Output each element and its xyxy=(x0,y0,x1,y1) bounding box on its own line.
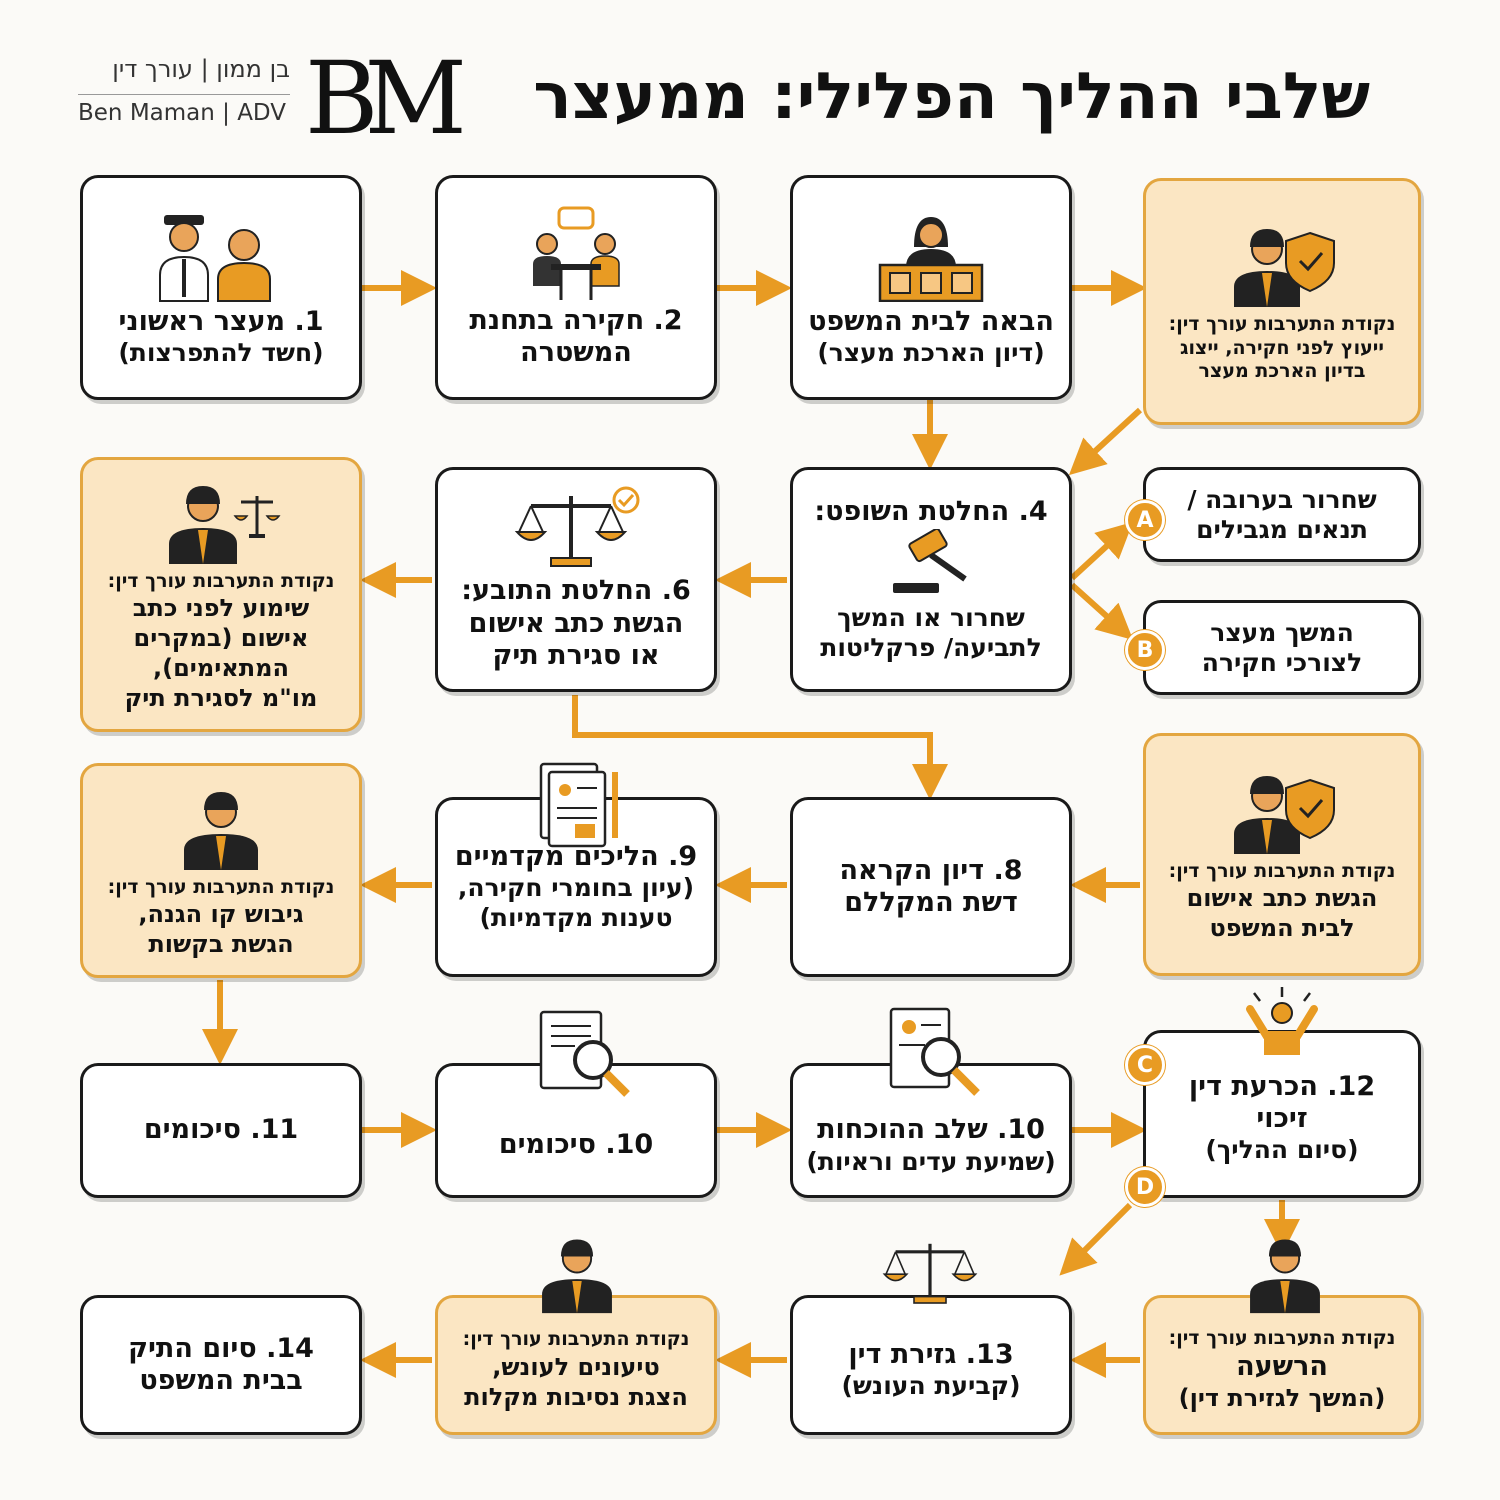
lawyer-point-5-big: הרשעה xyxy=(1236,1350,1328,1382)
step-14-box: 14. סיום התיק בבית המשפט xyxy=(80,1295,362,1435)
page-title: שלבי ההליך הפלילי: ממעצר xyxy=(533,60,1370,134)
lawyer-point-2-line-4: מו"מ לסגירת תיק xyxy=(124,684,318,713)
step-3-box: הבאה לבית המשפט (דיון הארכת מעצר) xyxy=(790,175,1072,400)
lawyer-icon xyxy=(184,791,258,870)
lawyer-point-5-label: נקודת התערבות עורך דין: xyxy=(1168,1326,1396,1349)
brand-hebrew: בן ממון | עורך דין xyxy=(112,55,290,83)
step-14-sub: בבית המשפט xyxy=(139,1365,303,1396)
lawyer-point-1-line-1: ייעוץ לפני חקירה, ייצוג xyxy=(1180,336,1384,359)
interrogation-icon xyxy=(533,206,620,300)
outcome-a-line-2: תנאים מגבילים xyxy=(1196,514,1368,544)
lawyer-icon xyxy=(1250,1239,1320,1314)
lawyer-point-1: נקודת התערבות עורך דין: ייעוץ לפני חקירה… xyxy=(1143,178,1421,425)
step-8-title: 8. דיון הקראה xyxy=(839,854,1023,886)
step-2-title: 2. חקירה בתחנת xyxy=(469,304,683,336)
outcome-b-badge: B xyxy=(1125,630,1165,670)
step-13-title: 13. גזירת דין xyxy=(848,1338,1014,1370)
step-10b-sub: (שמיעת עדים וראיות) xyxy=(806,1146,1056,1176)
step-8-sub: דשת המקללם xyxy=(844,887,1018,918)
step-6-sub-1: הגשת כתב אישום xyxy=(468,607,684,639)
lawyer-point-2-line-1: שימוע לפני כתב xyxy=(132,594,310,623)
step-9-sub-2: טענות מקדמיות) xyxy=(479,903,673,933)
police-suspect-icon xyxy=(159,214,271,302)
scales-icon xyxy=(882,1243,978,1304)
outcome-b-line-1: המשך מעצר xyxy=(1210,617,1354,647)
lawyer-point-2: נקודת התערבות עורך דין: שימוע לפני כתב א… xyxy=(80,457,362,732)
step-6-title: 6. החלטת התובע: xyxy=(461,575,691,607)
step-4-box: 4. החלטת השופט: שחרור או המשך לתביעה/ פר… xyxy=(790,467,1072,692)
step-12-box: 12. הכרעת דין זיכוי (סיום ההליך) xyxy=(1143,1030,1421,1198)
brand-english: Ben Maman | ADV xyxy=(78,100,286,126)
arrow-12-13 xyxy=(1059,1202,1133,1276)
outcome-b-box: המשך מעצר לצורכי חקירה xyxy=(1143,600,1421,695)
step-13-box: 13. גזירת דין (קביעת העונש) xyxy=(790,1295,1072,1435)
step-1-box: 1. מעצר ראשוני (חשד להתפרצות) xyxy=(80,175,362,400)
lawyer-point-2-line-2: אישום (במקרים xyxy=(133,624,309,653)
outcome-a-badge: A xyxy=(1125,500,1165,540)
outcome-d-badge: D xyxy=(1125,1167,1165,1207)
lawyer-icon xyxy=(542,1239,612,1314)
outcome-b-line-2: לצורכי חקירה xyxy=(1201,647,1363,677)
step-6-sub-2: או סגירת תיק xyxy=(492,640,660,672)
lawyer-shield-icon xyxy=(1234,775,1335,854)
lawyer-point-6-label: נקודת התערבות עורך דין: xyxy=(462,1328,690,1351)
step-9-sub-1: (עיון בחומרי חקירה, xyxy=(457,873,695,903)
lawyer-point-3: נקודת התערבות עורך דין: הגשת כתב אישום ל… xyxy=(1143,733,1421,976)
celebrating-person-icon xyxy=(1246,987,1318,1055)
step-3-title: הבאה לבית המשפט xyxy=(808,305,1054,337)
step-10b-title: 10. שלב ההוכחות xyxy=(817,1114,1045,1146)
lawyer-point-4: נקודת התערבות עורך דין: גיבוש קו הגנה, ה… xyxy=(80,763,362,978)
step-4-sub-1: שחרור או המשך xyxy=(837,602,1025,632)
evidence-search-icon xyxy=(889,1007,980,1096)
lawyer-point-5-sub: (המשך לגזירת דין) xyxy=(1178,1384,1386,1413)
lawyer-point-4-line-1: גיבוש קו הגנה, xyxy=(138,900,304,929)
arrow-6-8 xyxy=(572,695,948,800)
lawyer-point-6-line-1: טיעונים לעונש, xyxy=(492,1352,660,1381)
step-4-title: 4. החלטת השופט: xyxy=(814,496,1048,528)
step-12-sub-2: (סיום ההליך) xyxy=(1205,1135,1359,1165)
lawyer-point-1-line-2: בדיון הארכת מעצר xyxy=(1198,360,1366,383)
lawyer-scales-icon xyxy=(169,485,281,564)
step-12-title: 12. הכרעת דין xyxy=(1188,1070,1376,1102)
lawyer-point-2-label: נקודת התערבות עורך דין: xyxy=(107,569,335,592)
step-8-box: 8. דיון הקראה דשת המקללם xyxy=(790,797,1072,977)
lawyer-point-2-line-3: המתאימים), xyxy=(152,654,290,683)
arrow-4-a xyxy=(1069,521,1134,581)
outcome-a-box: שחרור בערובה / תנאים מגבילים xyxy=(1143,467,1421,562)
lawyer-point-4-line-2: הגשת בקשות xyxy=(148,930,294,959)
judge-icon xyxy=(878,216,984,302)
step-11-title: 11. סיכומים xyxy=(143,1114,299,1146)
step-11-box: 11. סיכומים xyxy=(80,1063,362,1198)
lawyer-shield-icon xyxy=(1234,228,1335,307)
step-13-sub: (קביעת העונש) xyxy=(841,1371,1021,1401)
arrow-l1-4 xyxy=(1068,407,1143,476)
brand-divider xyxy=(78,94,290,95)
step-1-sub: (חשד להתפרצות) xyxy=(118,338,324,368)
documents-icon xyxy=(539,762,618,848)
scales-check-icon xyxy=(514,486,640,568)
lawyer-point-1-label: נקודת התערבות עורך דין: xyxy=(1168,312,1396,335)
step-14-title: 14. סיום התיק xyxy=(128,1332,314,1364)
step-2-box: 2. חקירה בתחנת המשטרה xyxy=(435,175,717,400)
step-12-sub-1: זיכוי xyxy=(1256,1103,1308,1134)
lawyer-point-5: נקודת התערבות עורך דין: הרשעה (המשך לגזי… xyxy=(1143,1295,1421,1435)
outcome-a-line-1: שחרור בערובה / xyxy=(1187,484,1377,514)
brand-logo: BM xyxy=(305,40,467,157)
step-10a-title: 10. סיכומים xyxy=(498,1129,654,1161)
lawyer-point-3-label: נקודת התערבות עורך דין: xyxy=(1168,859,1396,882)
step-4-sub-2: לתביעה/ פרקליטות xyxy=(820,632,1042,662)
lawyer-point-6: נקודת התערבות עורך דין: טיעונים לעונש, ה… xyxy=(435,1295,717,1435)
step-2-sub: המשטרה xyxy=(520,337,632,368)
lawyer-point-3-line-2: לבית המשפט xyxy=(1209,914,1355,943)
document-search-icon xyxy=(539,1010,630,1097)
lawyer-point-6-line-2: הצגת נסיבות מקלות xyxy=(464,1382,688,1411)
lawyer-point-4-label: נקודת התערבות עורך דין: xyxy=(107,875,335,898)
step-3-sub: (דיון הארכת מעצר) xyxy=(817,338,1045,368)
lawyer-point-3-line-1: הגשת כתב אישום xyxy=(1186,884,1378,913)
outcome-c-badge: C xyxy=(1125,1045,1165,1085)
step-1-title: 1. מעצר ראשוני xyxy=(118,305,324,337)
arrow-4-b xyxy=(1069,582,1134,641)
gavel-icon xyxy=(893,528,967,593)
step-6-box: 6. החלטת התובע: הגשת כתב אישום או סגירת … xyxy=(435,467,717,692)
